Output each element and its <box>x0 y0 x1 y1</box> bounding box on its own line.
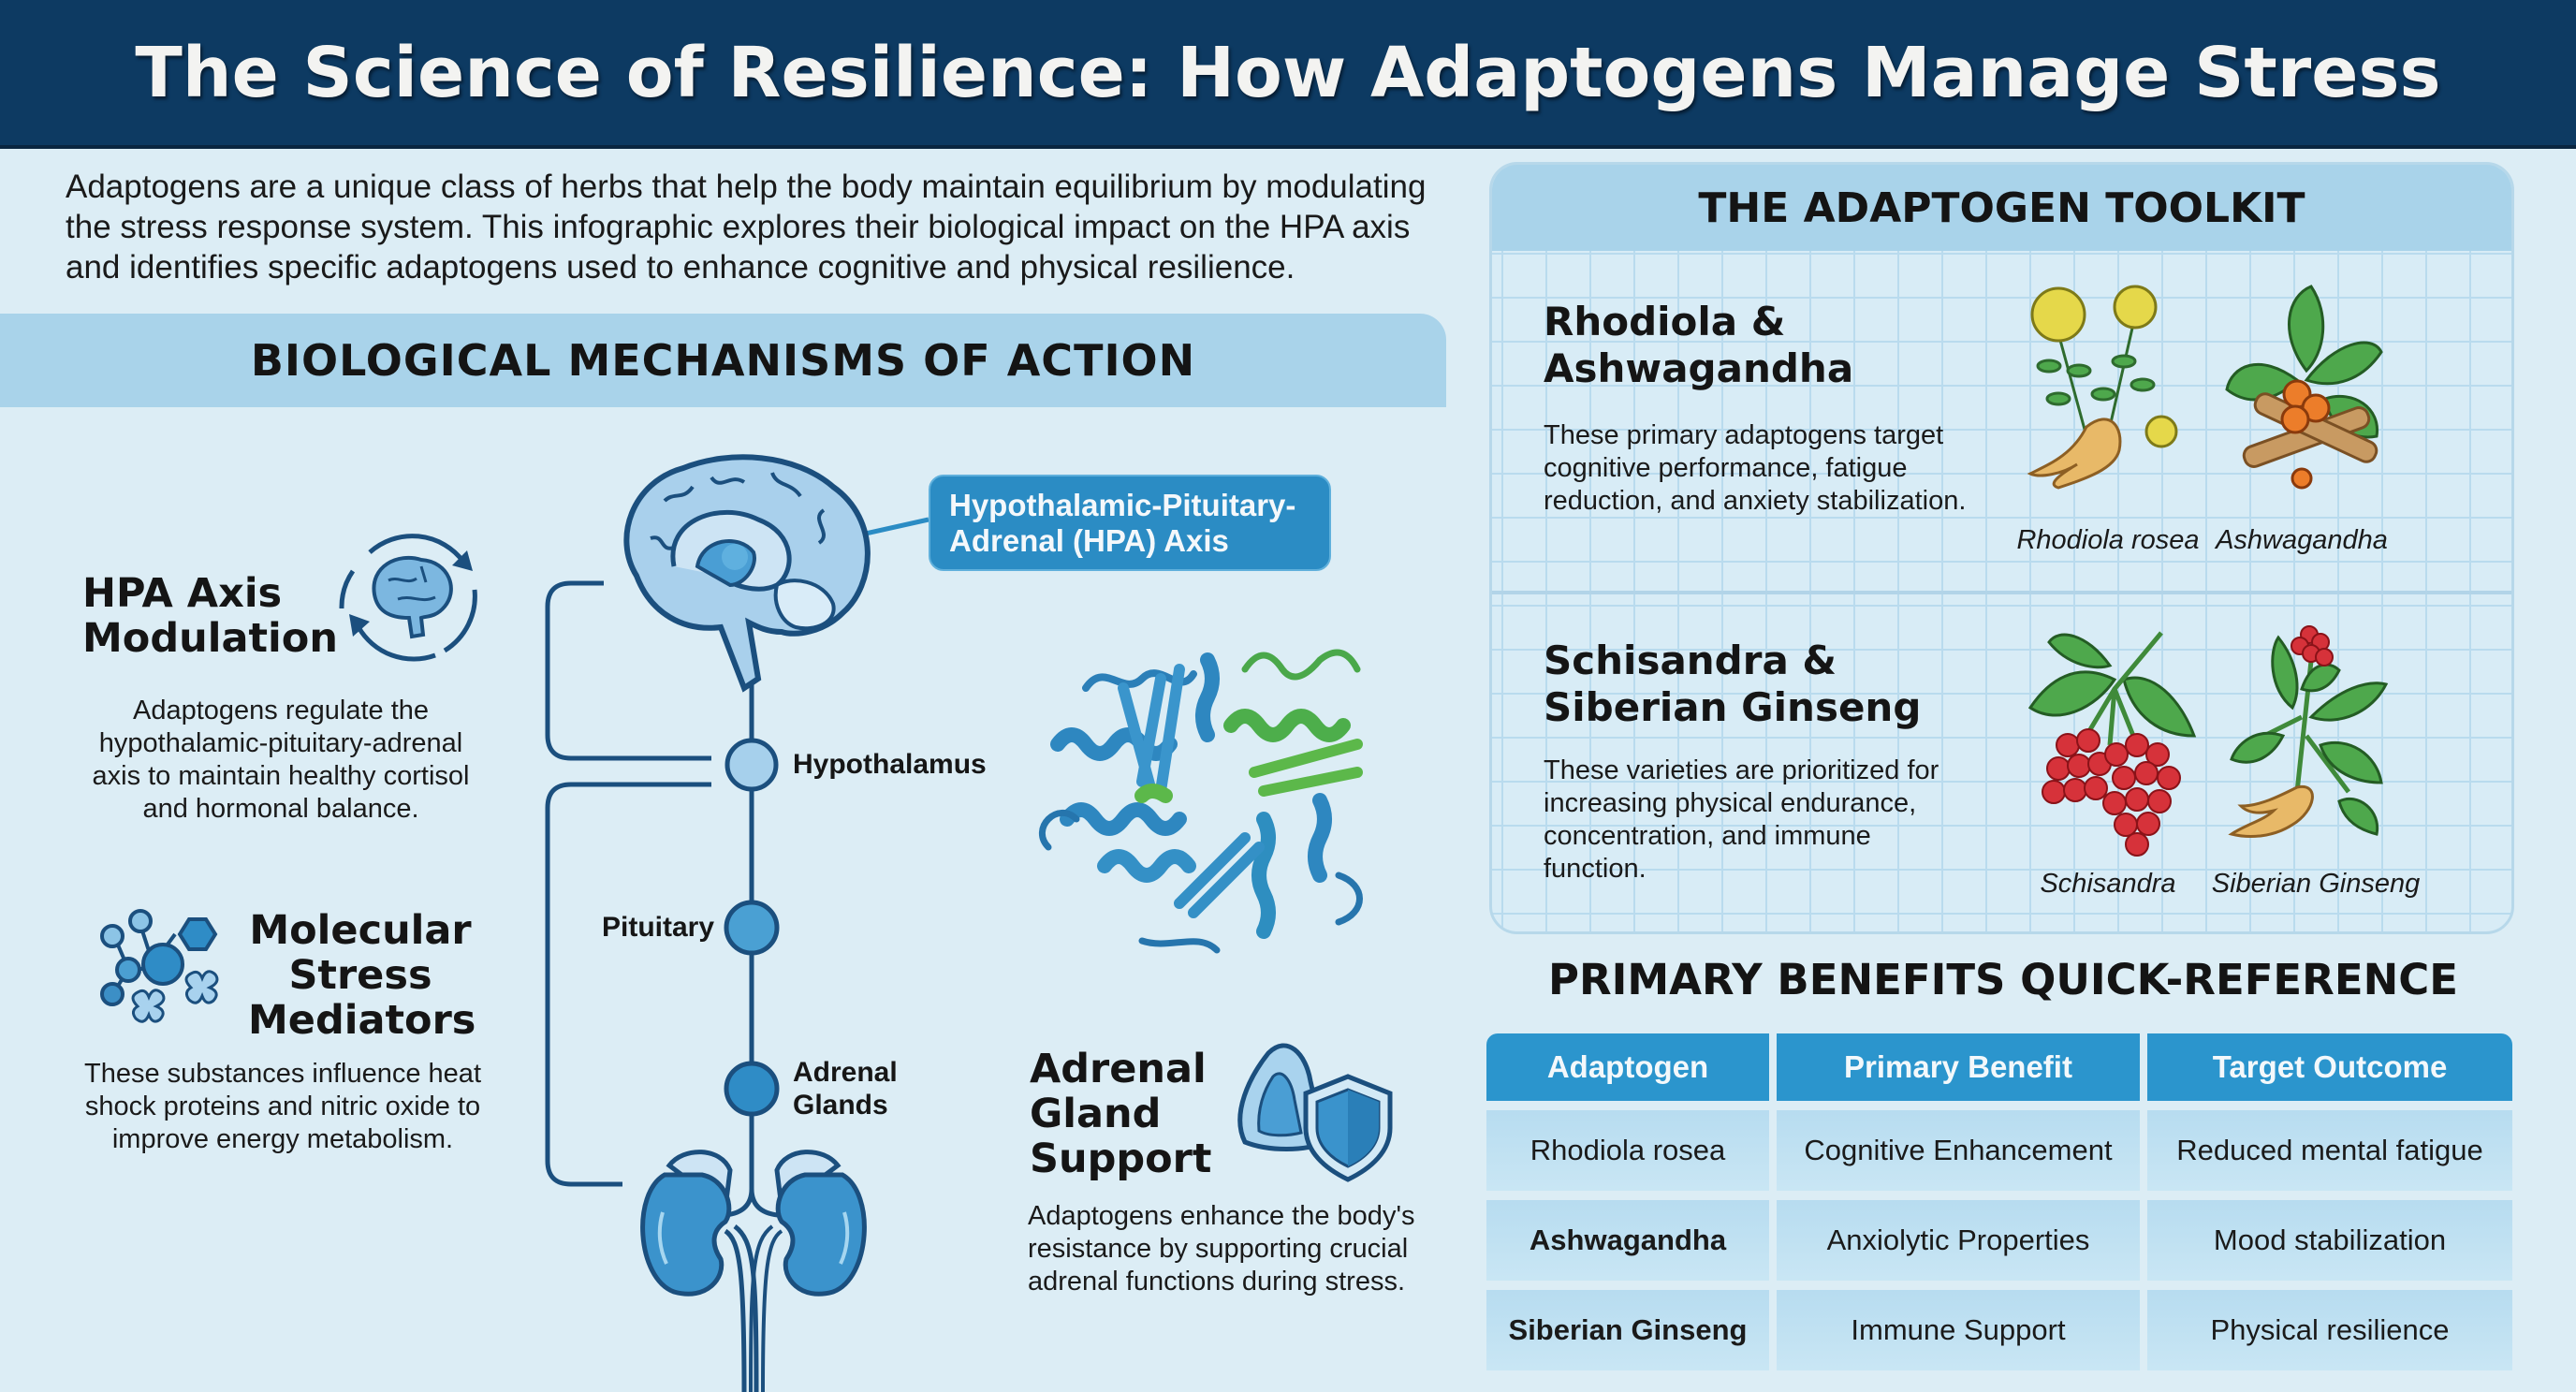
table-cell: Rhodiola rosea <box>1486 1110 1769 1191</box>
table-cell: Physical resilience <box>2147 1290 2512 1370</box>
kidneys-icon <box>640 1150 867 1392</box>
toolkit-title: THE ADAPTOGEN TOOLKIT <box>1698 183 2305 232</box>
molecular-body: These substances influence heat shock pr… <box>84 1059 481 1154</box>
rhodiola-caption: Rhodiola rosea <box>2016 525 2200 555</box>
table-row: Siberian Ginseng Immune Support Physical… <box>1486 1290 2512 1370</box>
adrenal-glands-label: Adrenal Glands <box>793 1056 898 1121</box>
toolkit-group-2-title-line1: Schisandra & <box>1544 637 1837 683</box>
toolkit-group-1-body: These primary adaptogens target cognitiv… <box>1544 420 1967 516</box>
schisandra-berries-icon <box>2027 631 2197 857</box>
toolkit-group-1-title-line1: Rhodiola & <box>1544 299 1786 344</box>
pituitary-node <box>724 900 780 956</box>
table-header-cell: Primary Benefit <box>1777 1033 2140 1101</box>
molecule-icon <box>100 909 219 1023</box>
lower-feedback-bracket <box>545 782 711 1187</box>
benefits-table: Adaptogen Primary Benefit Target Outcome… <box>1486 1033 2512 1380</box>
pituitary-label: Pituitary <box>602 912 715 943</box>
ashwagandha-caption: Ashwagandha <box>2216 525 2388 555</box>
intro-paragraph: Adaptogens are a unique class of herbs t… <box>66 169 1427 286</box>
adrenal-shield-icon <box>1237 1043 1393 1182</box>
protein-structure-icon <box>1039 649 1363 954</box>
table-cell: Cognitive Enhancement <box>1777 1110 2140 1191</box>
upper-feedback-bracket <box>545 580 711 761</box>
adrenal-support-title-line3: Support <box>1030 1136 1212 1182</box>
page-header: The Science of Resilience: How Adaptogen… <box>0 0 2576 149</box>
molecular-title-line1: Molecular <box>249 907 472 954</box>
rhodiola-plant-icon <box>2027 285 2178 490</box>
molecular-title-line2: Stress <box>288 952 432 999</box>
toolkit-group-1-title-line2: Ashwagandha <box>1544 345 1854 391</box>
toolkit-group-1-title: Rhodiola & Ashwagandha <box>1544 299 1853 392</box>
table-cell: Reduced mental fatigue <box>2147 1110 2512 1191</box>
molecular-title-line3: Mediators <box>248 997 476 1044</box>
siberian-ginseng-plant-icon <box>2228 625 2389 839</box>
table-row: Ashwagandha Anxiolytic Properties Mood s… <box>1486 1200 2512 1281</box>
page-title: The Science of Resilience: How Adaptogen… <box>135 32 2441 113</box>
hpa-modulation-title-line1: HPA Axis <box>82 570 283 617</box>
table-cell: Mood stabilization <box>2147 1200 2512 1281</box>
table-cell: Immune Support <box>1777 1290 2140 1370</box>
adrenal-support-title: Adrenal Gland Support <box>1030 1047 1211 1181</box>
adrenal-support-body: Adaptogens enhance the body's resistance… <box>1028 1201 1415 1297</box>
table-cell: Ashwagandha <box>1486 1200 1769 1281</box>
adrenal-support-title-line2: Gland <box>1030 1091 1162 1137</box>
table-header-cell: Adaptogen <box>1486 1033 1769 1101</box>
hypothalamus-label: Hypothalamus <box>793 749 987 780</box>
reference-title: PRIMARY BENEFITS QUICK-REFERENCE <box>1547 955 2458 1004</box>
toolkit-header: THE ADAPTOGEN TOOLKIT <box>1492 165 2511 251</box>
adaptogen-toolkit-panel: THE ADAPTOGEN TOOLKIT Rhodiola & Ashwaga… <box>1489 162 2514 934</box>
mechanisms-title: BIOLOGICAL MECHANISMS OF ACTION <box>250 335 1196 386</box>
hpa-axis-label-line1: Hypothalamic-Pituitary- <box>949 488 1296 522</box>
hpa-modulation-title: HPA Axis Modulation <box>82 571 338 661</box>
toolkit-group-2-title-line2: Siberian Ginseng <box>1544 684 1922 730</box>
adrenal-glands-label-line1: Adrenal <box>793 1057 898 1088</box>
hpa-modulation-body: Adaptogens regulate the hypothalamic-pit… <box>92 696 470 824</box>
table-header-cell: Target Outcome <box>2147 1033 2512 1101</box>
adrenal-glands-label-line2: Glands <box>793 1090 888 1121</box>
toolkit-group-2-title: Schisandra & Siberian Ginseng <box>1544 637 1921 731</box>
table-cell: Anxiolytic Properties <box>1777 1200 2140 1281</box>
hpa-modulation-title-line2: Modulation <box>82 615 338 662</box>
molecular-title: Molecular Stress Mediators <box>248 907 476 1044</box>
ashwagandha-plant-icon <box>2225 285 2383 490</box>
brain-cycle-icon <box>339 534 477 662</box>
siberian-ginseng-caption: Siberian Ginseng <box>2211 869 2421 899</box>
mechanisms-banner: BIOLOGICAL MECHANISMS OF ACTION <box>0 314 1446 407</box>
brain-icon <box>623 454 871 693</box>
adrenal-node <box>724 1061 780 1117</box>
hpa-axis-label-line2: Adrenal (HPA) Axis <box>949 523 1229 558</box>
adrenal-support-title-line1: Adrenal <box>1030 1046 1207 1092</box>
hpa-axis-label: Hypothalamic-Pituitary- Adrenal (HPA) Ax… <box>929 475 1331 571</box>
schisandra-caption: Schisandra <box>2040 869 2176 899</box>
toolkit-group-2-body: These varieties are prioritized for incr… <box>1544 755 1939 884</box>
hypothalamus-node <box>724 738 779 792</box>
toolkit-divider <box>1492 591 2511 594</box>
table-row: Rhodiola rosea Cognitive Enhancement Red… <box>1486 1110 2512 1191</box>
table-cell: Siberian Ginseng <box>1486 1290 1769 1370</box>
table-header-row: Adaptogen Primary Benefit Target Outcome <box>1486 1033 2512 1101</box>
